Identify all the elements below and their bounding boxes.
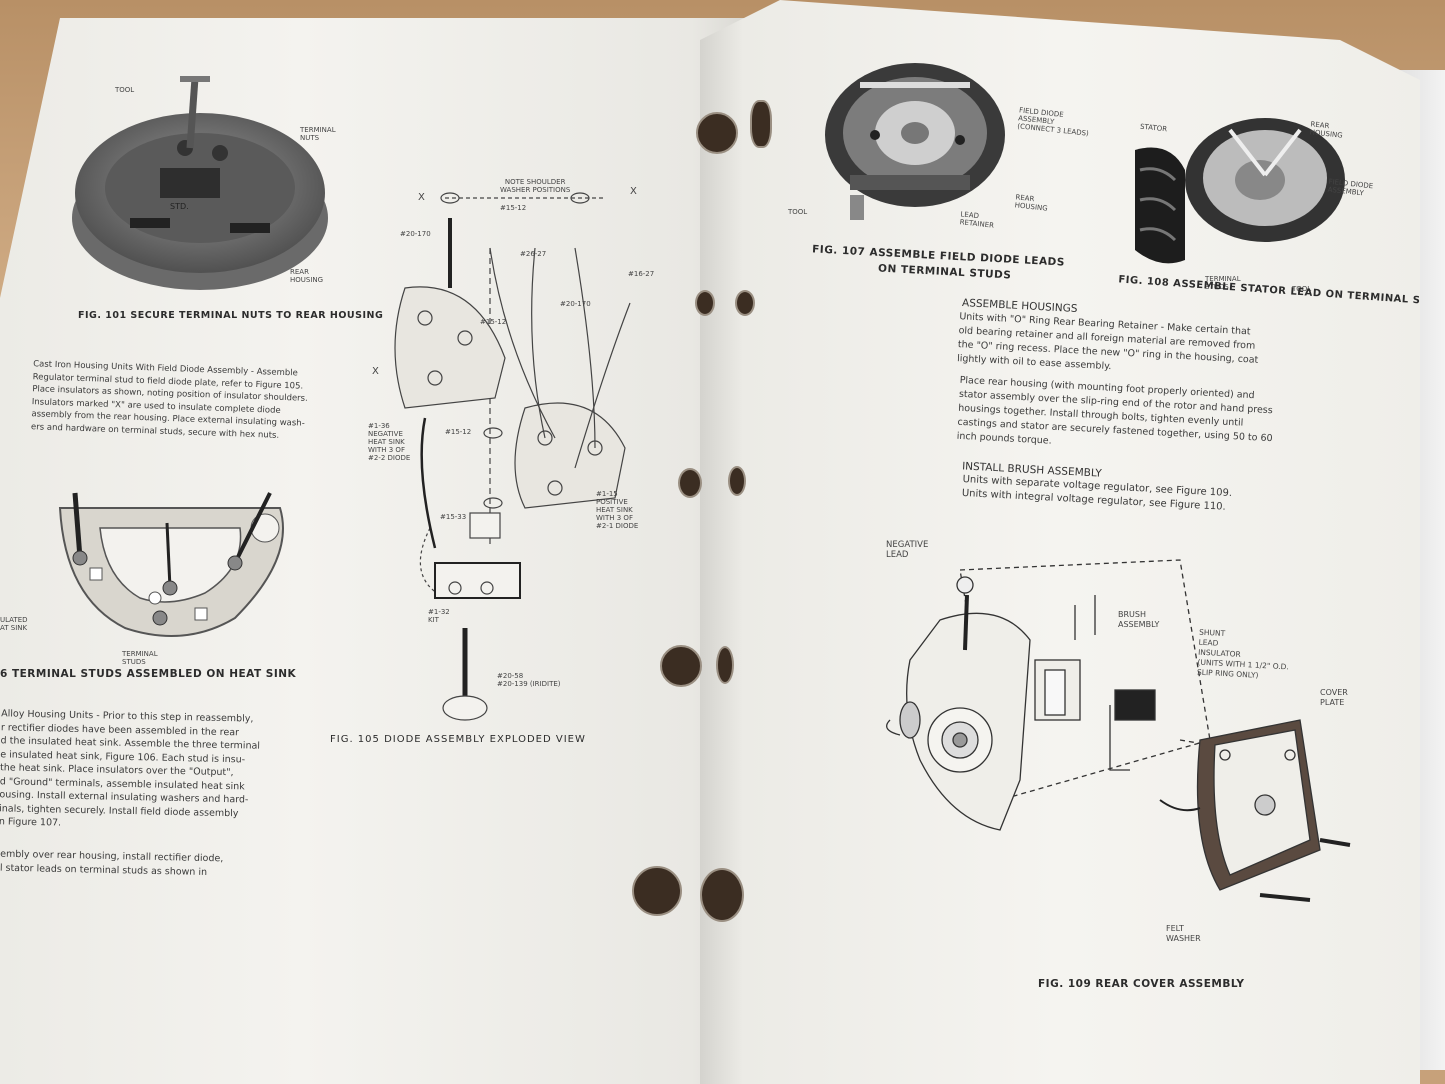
fig107-lead-retainer-label: LEAD RETAINER	[959, 210, 995, 230]
fig101-caption: FIG. 101 SECURE TERMINAL NUTS TO REAR HO…	[78, 310, 384, 321]
fig109-drawing	[886, 559, 1351, 902]
fig109-brush-assembly-label: BRUSH ASSEMBLY	[1118, 610, 1160, 629]
fig109-caption: FIG. 109 REAR COVER ASSEMBLY	[1038, 978, 1245, 990]
fig109-cover-plate-label: COVER PLATE	[1320, 688, 1348, 707]
fig101-tool-label: TOOL	[115, 86, 135, 94]
binder-hole-right-2	[695, 290, 715, 316]
fig101-terminal-nuts-label: TERMINAL NUTS	[300, 126, 336, 142]
fig109-negative-lead-label: NEGATIVE LEAD	[886, 540, 929, 560]
fig108-terminal-studs-label: TERMINAL STUDS	[1205, 275, 1241, 291]
fig105-p15-12-low: #15-12	[445, 428, 472, 436]
binder-hole-right-3	[735, 290, 755, 316]
fig107-rear-housing-label: REAR HOUSING	[1014, 193, 1048, 213]
binder-hole-right-4	[678, 468, 702, 498]
binder-hole-right-5	[728, 466, 746, 496]
fig105-caption: FIG. 105 DIODE ASSEMBLY EXPLODED VIEW	[330, 734, 586, 745]
alloy-paragraph: Alloy Housing Units - Prior to this step…	[0, 708, 261, 829]
fig105-x-top-left: X	[418, 192, 425, 203]
binder-hole-right-7	[700, 868, 744, 922]
fig105-x-side: X	[372, 366, 379, 377]
fig105-x-top-right: X	[630, 186, 637, 197]
fig105-bolt-label: #20-58 #20-139 (IRIDITE)	[497, 672, 561, 688]
fig106-insulated-heat-sink-label: ULATED AT SINK	[0, 616, 28, 632]
fig105-p20-170-right: #20-170	[560, 300, 591, 308]
fig106-caption: 6 TERMINAL STUDS ASSEMBLED ON HEAT SINK	[0, 668, 297, 680]
fig105-drawing	[394, 192, 631, 721]
assemble-housings-para1: Units with "O" Ring Rear Bearing Retaine…	[956, 311, 1259, 373]
cast-iron-paragraph: Cast Iron Housing Units With Field Diode…	[30, 359, 308, 441]
binder-hole-right-6	[716, 646, 734, 684]
right-page: FIELD DIODE ASSEMBLY (CONNECT 3 LEADS) R…	[700, 0, 1420, 1084]
fig105-p20-170-left: #20-170	[400, 230, 431, 238]
fig107-tool-label: TOOL	[788, 208, 808, 216]
fig106-terminal-studs-label: TERMINAL STUDS	[122, 650, 158, 666]
fig107-field-diode-label: FIELD DIODE ASSEMBLY (CONNECT 3 LEADS)	[1016, 106, 1090, 138]
assemble-housings-para2: Place rear housing (with mounting foot p…	[956, 374, 1274, 447]
binder-hole-left-1	[696, 112, 738, 154]
fig105-p15-12-mid: #15-12	[480, 318, 507, 326]
fig106-drawing	[58, 492, 284, 637]
tail-paragraph: embly over rear housing, install rectifi…	[0, 848, 224, 879]
fig105-positive-heat-sink: #1-15 POSITIVE HEAT SINK WITH 3 OF #2-1 …	[596, 490, 639, 530]
fig101-rear-housing-label: REAR HOUSING	[290, 268, 324, 284]
binder-hole-left-2	[660, 645, 702, 687]
left-page: TOOL TERMINAL NUTS STD. REAR HOUSING FIG…	[0, 18, 752, 1084]
fig105-p16-27: #16-27	[628, 270, 655, 278]
fig101-nameplate: STD.	[170, 202, 189, 211]
fig109-shunt-label: SHUNT LEAD INSULATOR (UNITS WITH 1 1/2" …	[1196, 627, 1290, 680]
binder-hole-left-3	[632, 866, 682, 916]
fig105-note-label: NOTE SHOULDER WASHER POSITIONS	[500, 178, 571, 194]
fig108-photo	[1135, 118, 1345, 264]
binder-hole-right-1	[750, 100, 772, 148]
install-brush-text: Units with separate voltage regulator, s…	[961, 473, 1233, 513]
fig109-felt-washer-label: FELT WASHER	[1166, 924, 1201, 943]
fig105-kit-label: #1-32 KIT	[428, 608, 450, 624]
fig108-rear-housing-label: REAR HOUSING	[1309, 120, 1343, 140]
fig107-photo	[825, 63, 1005, 220]
fig105-p26-27-mid: #26-27	[520, 250, 547, 258]
fig101-photo	[72, 76, 328, 290]
fig105-p15-33: #15-33	[440, 513, 467, 521]
fig107-caption-line2: ON TERMINAL STUDS	[877, 262, 1012, 282]
fig105-p15-12-top: #15-12	[500, 204, 527, 212]
fig105-negative-heat-sink: #1-36 NEGATIVE HEAT SINK WITH 3 OF #2-2 …	[368, 422, 411, 462]
fig108-tool-label: TOOL	[1292, 285, 1312, 293]
